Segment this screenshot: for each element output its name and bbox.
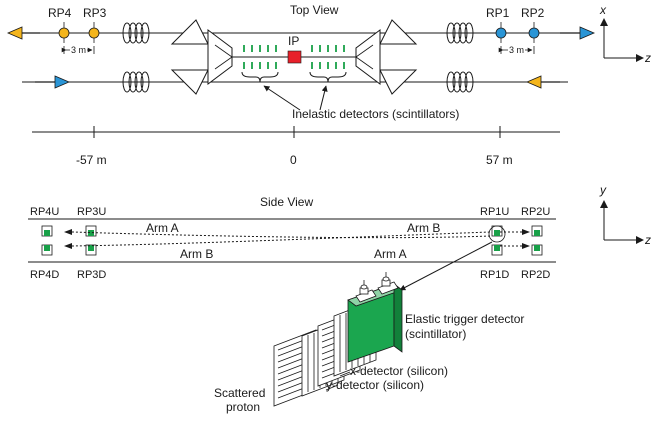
inelastic-detectors-label: Inelastic detectors (scintillators) [292,107,459,121]
leader-left [263,85,301,111]
rp1-top [495,22,507,43]
dipole-upper-right [446,22,474,44]
scattered-label-1: Scattered [214,386,265,400]
top-view-title: Top View [290,3,339,17]
rp1-label: RP1 [486,6,510,20]
arm-label-lower-left: Arm B [180,247,213,261]
scale-label-right: 57 m [486,153,513,167]
rp2-label: RP2 [521,6,545,20]
dx-magnet-left [207,29,233,85]
beam-arrow-upper-right [560,26,596,40]
elastic-trigger-label-1: Elastic trigger detector [405,312,524,326]
bend-magnet-upper-left [170,19,209,45]
rp4-label: RP4 [48,6,72,20]
spacing-left-label: 3 m [71,45,86,55]
inelastic-detectors-left [243,45,277,69]
rp4-top [58,22,70,43]
rp4d-label: RP4D [30,269,59,281]
rp3u-label: RP3U [77,206,106,218]
bend-magnet-lower-right [379,69,418,95]
axis-z-label-side: z [644,233,651,247]
y-detector-leader [325,384,339,391]
spacing-right [498,44,535,55]
rp-pots-side-right [488,225,543,256]
ip-marker [287,50,302,64]
rp1u-label: RP1U [480,206,509,218]
axis-y-label: y [599,183,607,197]
brace-right [309,71,347,83]
arm-label-upper-right: Arm B [407,221,440,235]
beam-arrow-lower-right [525,75,560,89]
axis-z-label-top: z [644,51,651,65]
scattered-label-2: proton [226,400,260,414]
rp-pots-side-left [41,225,97,256]
bend-magnet-upper-right [379,19,418,45]
scale-label-left: -57 m [76,153,107,167]
axis-x-label: x [599,3,607,17]
proton-trajectories [64,229,530,249]
leader-right [319,85,328,111]
zoom-leader [399,241,493,291]
elastic-trigger-label-2: (scintillator) [405,327,466,341]
beam-arrow-lower-left [35,75,71,89]
rp4u-label: RP4U [30,206,59,218]
inelastic-detectors-right [311,45,345,69]
rp3-top [88,22,100,43]
spacing-right-label: 3 m [509,45,524,55]
dipole-lower-right [446,71,474,93]
y-detector-label: y-detector (silicon) [326,378,424,392]
rp1d-label: RP1D [480,269,509,281]
bend-magnet-lower-left [170,69,209,95]
arm-label-upper-left: Arm A [146,221,179,235]
arm-label-lower-right: Arm A [374,247,407,261]
brace-left [241,71,279,83]
dipole-upper-left [122,22,150,44]
axes-top-view [600,18,644,62]
rp2-top [528,22,540,43]
axes-side-view [600,200,644,244]
ip-label: IP [288,34,299,48]
dx-magnet-right [355,29,381,85]
beam-arrow-upper-left [6,26,40,40]
elastic-trigger-scintillator [347,272,403,363]
spacing-left [61,44,95,55]
rp3-label: RP3 [83,6,107,20]
rp2d-label: RP2D [521,269,550,281]
rp3d-label: RP3D [77,269,106,281]
scale-label-center: 0 [290,153,297,167]
dipole-lower-left [122,71,150,93]
side-view-title: Side View [260,195,313,209]
x-detector-leader [339,371,351,377]
x-detector-label: x-detector (silicon) [350,364,448,378]
rp2u-label: RP2U [521,206,550,218]
